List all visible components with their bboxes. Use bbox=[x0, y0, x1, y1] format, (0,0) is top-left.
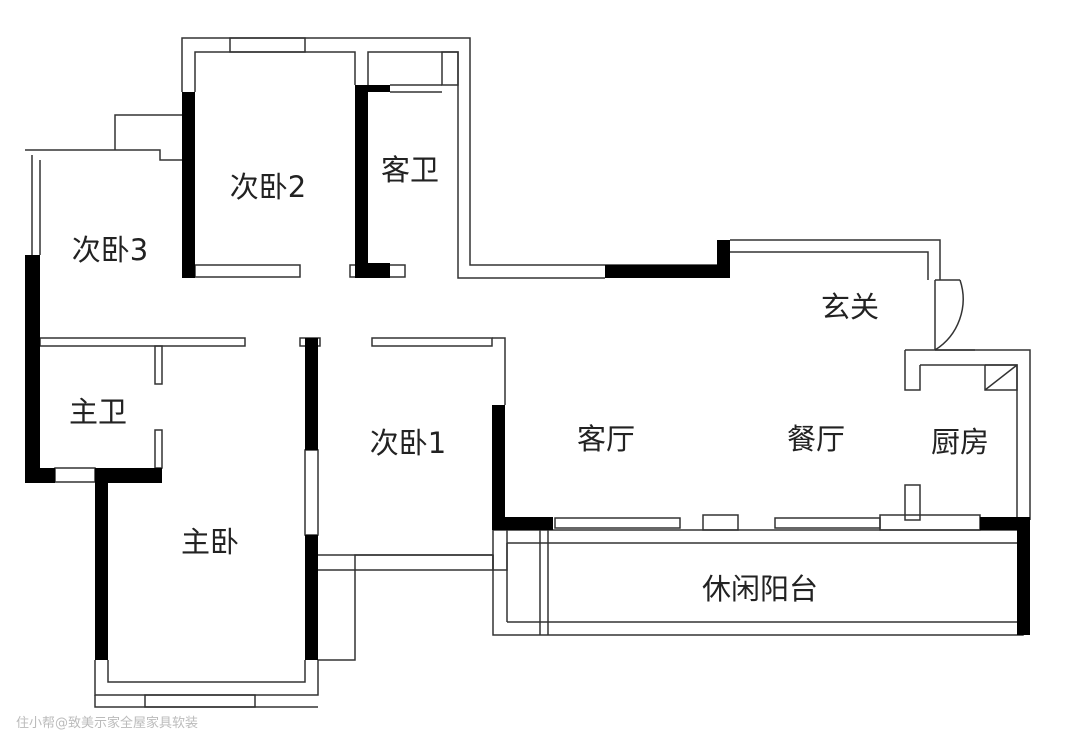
room-label-guest-bath: 客卫 bbox=[380, 153, 440, 187]
room-label-bedroom3: 次卧3 bbox=[71, 233, 149, 267]
room-label-bedroom1: 次卧1 bbox=[369, 426, 447, 460]
room-label-balcony: 休闲阳台 bbox=[701, 572, 819, 606]
room-label-master-bedroom: 主卧 bbox=[180, 525, 240, 559]
load-bearing-walls bbox=[25, 85, 1030, 660]
room-label-living-room: 客厅 bbox=[576, 422, 636, 456]
room-label-bedroom2: 次卧2 bbox=[229, 170, 307, 204]
watermark: 住小帮@致美示家全屋家具软装 bbox=[16, 716, 199, 731]
room-label-master-bath: 主卫 bbox=[68, 395, 128, 429]
room-label-kitchen: 厨房 bbox=[930, 425, 990, 459]
room-label-foyer: 玄关 bbox=[820, 290, 880, 324]
outline-walls bbox=[25, 37, 1031, 708]
room-label-dining-room: 餐厅 bbox=[786, 422, 846, 456]
